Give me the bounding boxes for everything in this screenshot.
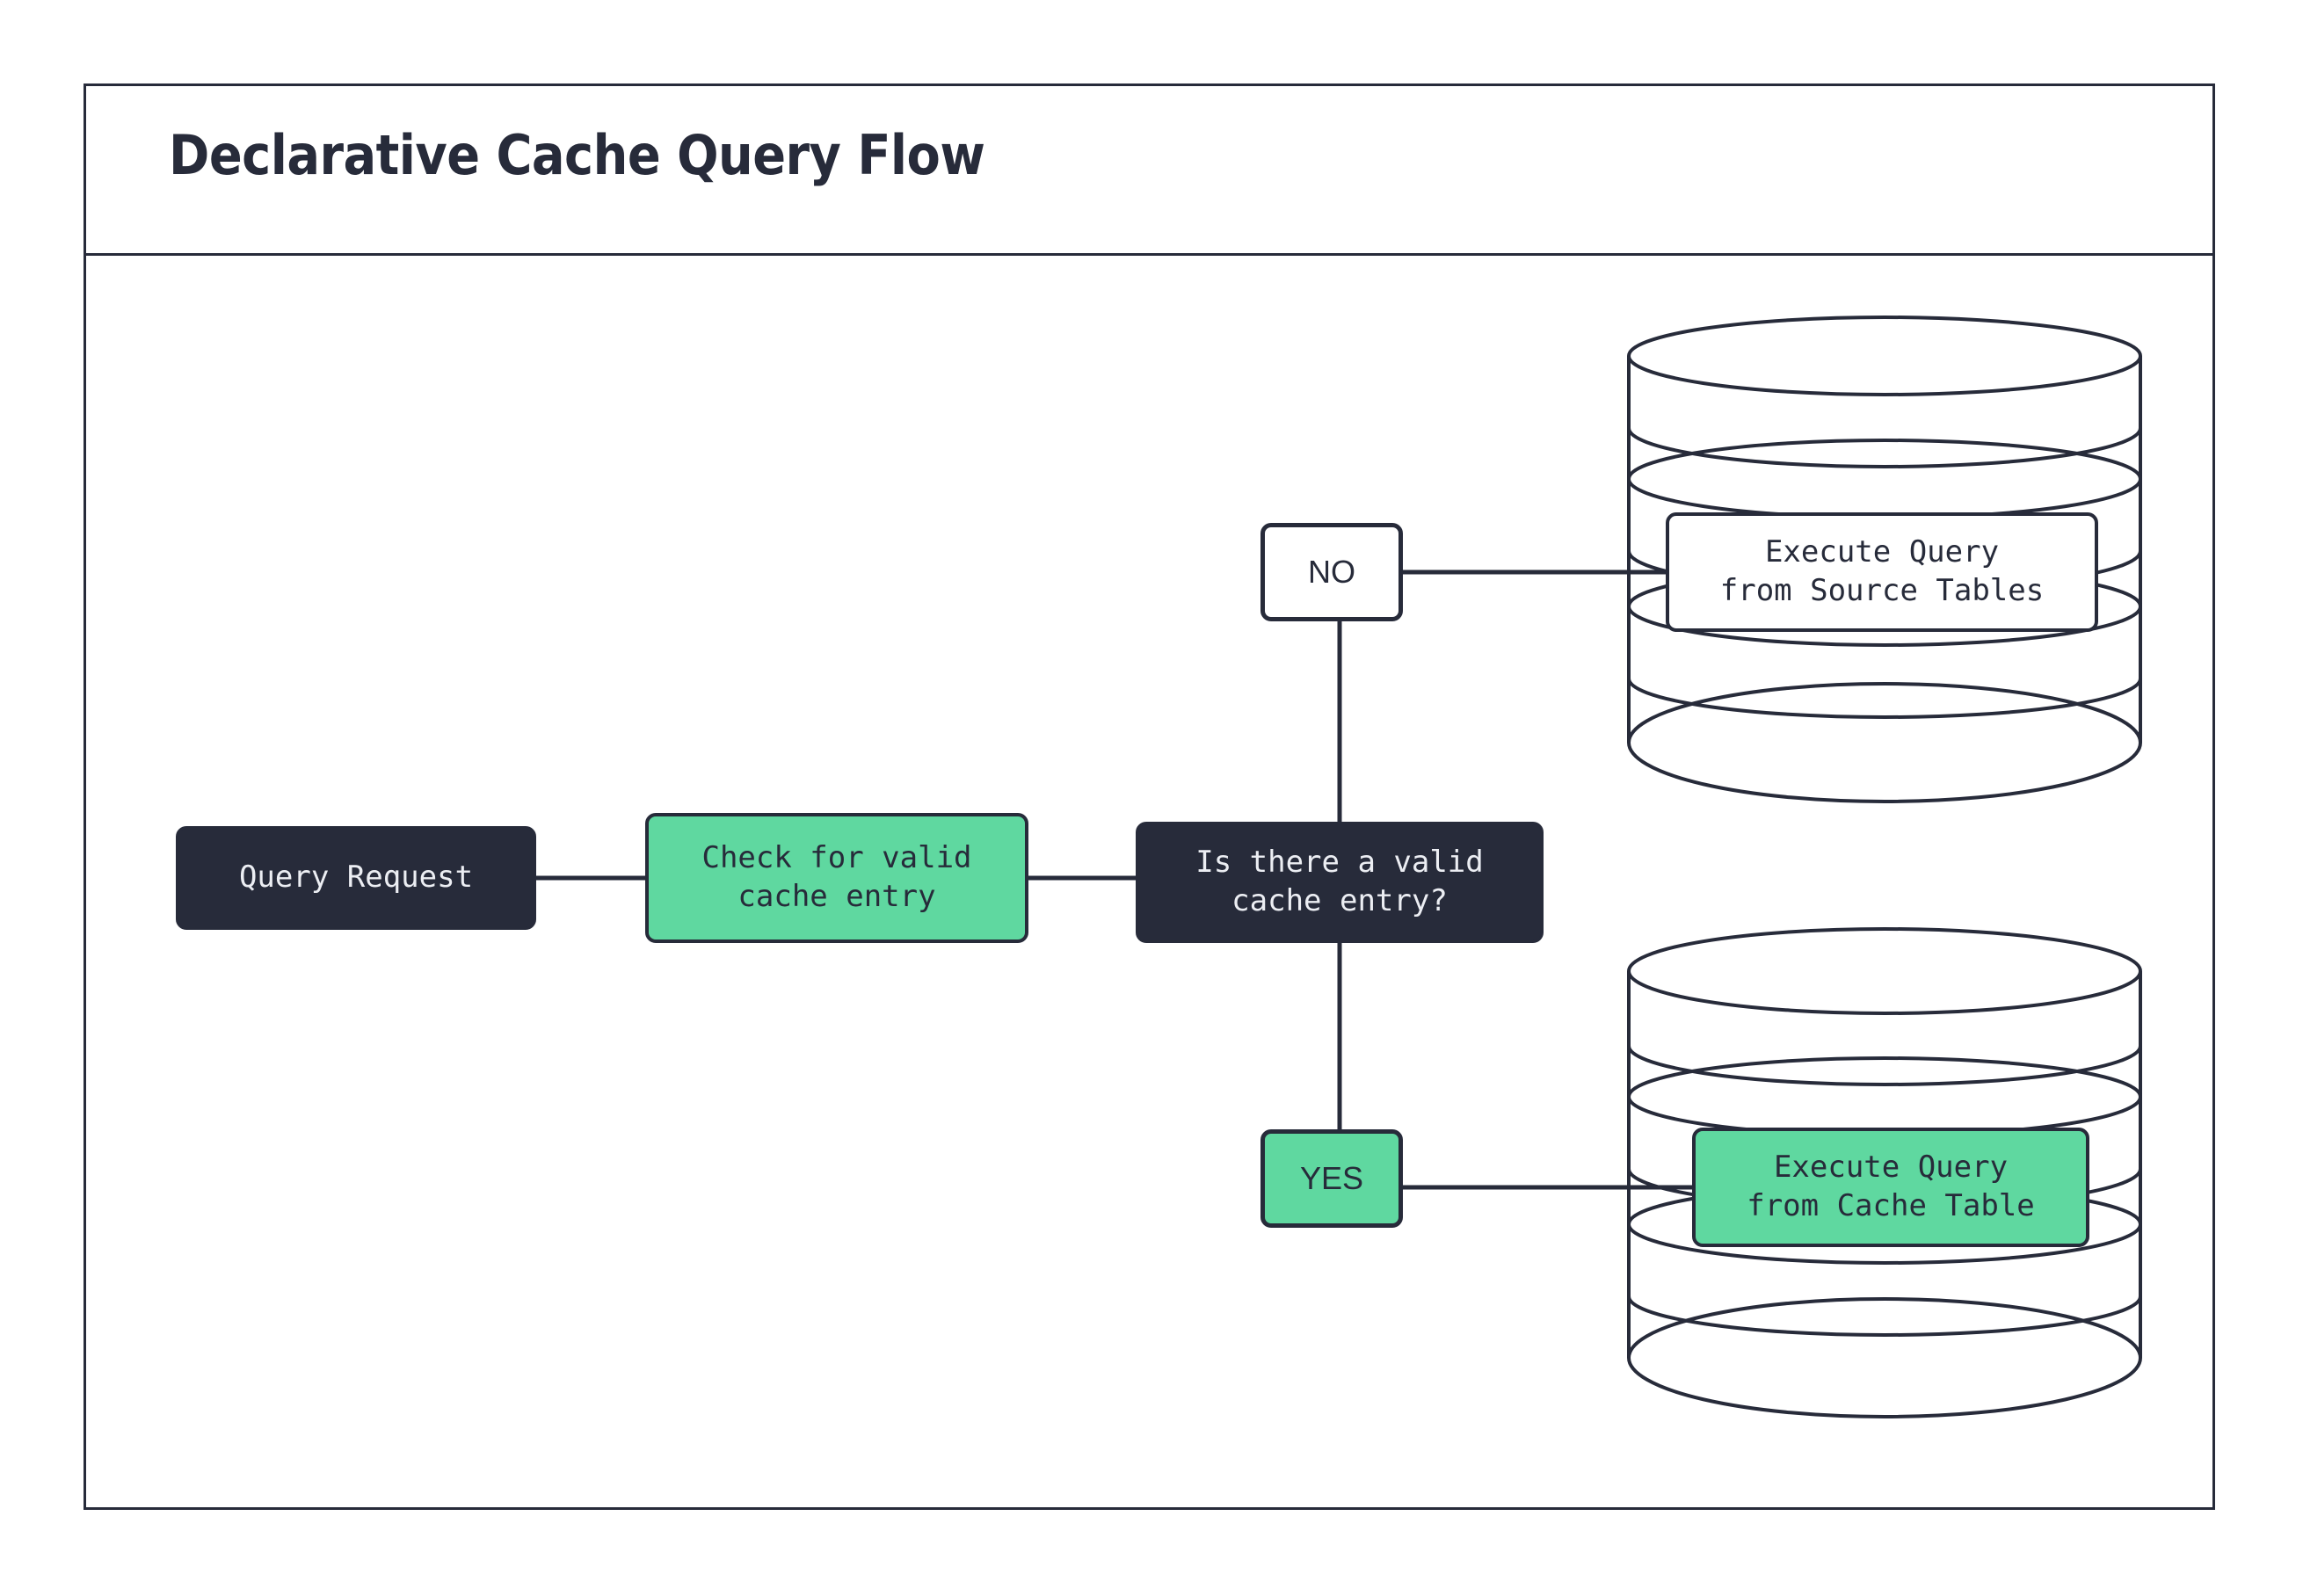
node-execute-query-from-cache-table[interactable]: Execute Query from Cache Table [1692, 1128, 2089, 1247]
node-decision-valid-cache-entry[interactable]: Is there a valid cache entry? [1136, 822, 1544, 943]
diagram-title-bar [84, 83, 2215, 256]
page-title: Declarative Cache Query Flow [169, 123, 985, 187]
edge-label-yes[interactable]: YES [1260, 1129, 1403, 1228]
node-query-request[interactable]: Query Request [176, 826, 536, 930]
edge-label-no[interactable]: NO [1260, 523, 1403, 621]
diagram-frame [84, 83, 2215, 1510]
node-check-for-valid-cache-entry[interactable]: Check for valid cache entry [645, 813, 1028, 943]
node-execute-query-from-source-tables[interactable]: Execute Query from Source Tables [1666, 512, 2098, 632]
